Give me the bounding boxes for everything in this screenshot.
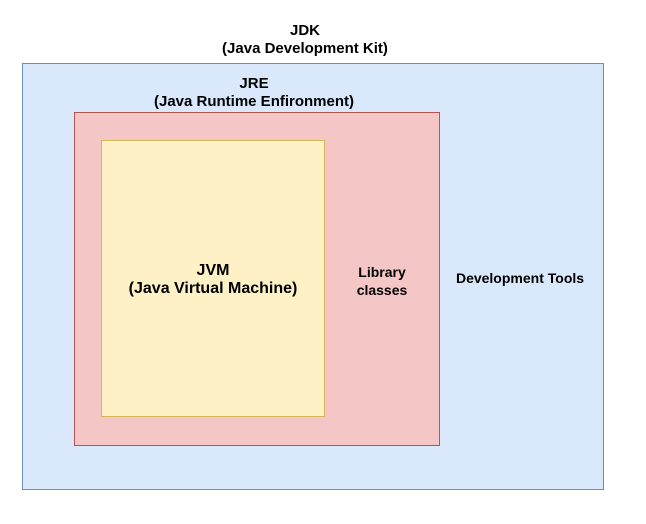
jre-label: JRE (Java Runtime Enfironment) (104, 75, 404, 111)
jvm-subtitle: (Java Virtual Machine) (128, 280, 298, 297)
jvm-container (101, 140, 325, 417)
library-line-1: Library (358, 264, 406, 280)
jdk-label: JDK (Java Development Kit) (155, 22, 455, 58)
development-tools-text: Development Tools (455, 270, 585, 286)
development-tools-label: Development Tools (440, 269, 600, 287)
jvm-title: JVM (196, 262, 230, 279)
jre-subtitle: (Java Runtime Enfironment) (153, 93, 355, 110)
jvm-label: JVM (Java Virtual Machine) (101, 262, 325, 298)
library-line-2: classes (356, 282, 408, 298)
jdk-subtitle: (Java Development Kit) (222, 40, 388, 57)
jdk-title: JDK (289, 22, 320, 39)
jre-title: JRE (239, 75, 269, 92)
library-classes-label: Library classes (330, 263, 434, 299)
